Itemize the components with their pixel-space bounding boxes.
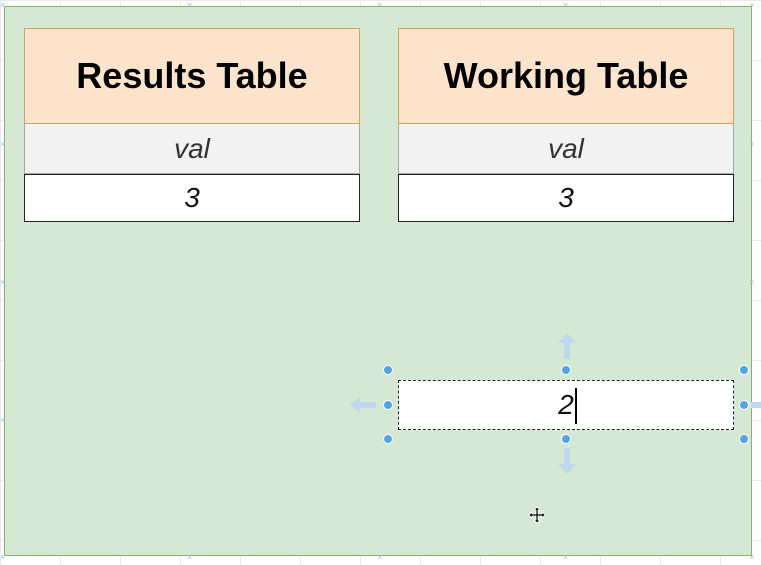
working-table[interactable]: Working Table val 3 [398, 28, 734, 222]
working-table-cell[interactable]: 3 [398, 174, 734, 222]
working-table-column-header: val [398, 124, 734, 174]
grid-marker-icon: × [749, 0, 755, 10]
grid-marker-icon: × [377, 0, 383, 10]
grid-marker-icon: × [187, 552, 193, 562]
resize-handle-right[interactable] [739, 400, 749, 410]
working-table-title: Working Table [398, 28, 734, 124]
resize-handle-bottom-right[interactable] [739, 434, 749, 444]
results-table-column-header: val [24, 124, 360, 174]
resize-handle-top-right[interactable] [739, 365, 749, 375]
text-cursor [575, 388, 577, 424]
grid-marker-icon: × [0, 139, 6, 149]
resize-handle-top-left[interactable] [383, 365, 393, 375]
resize-handle-bottom-left[interactable] [383, 434, 393, 444]
resize-handle-bottom[interactable] [561, 434, 571, 444]
connect-arrow-up-icon[interactable] [558, 333, 576, 359]
grid-marker-icon: × [0, 0, 6, 10]
connect-arrow-left-icon[interactable] [350, 397, 376, 413]
grid-marker-icon: × [749, 139, 755, 149]
results-table-cell[interactable]: 3 [24, 174, 360, 222]
grid-marker-icon: × [0, 277, 6, 287]
selected-cell[interactable]: 2 [398, 380, 734, 430]
grid-marker-icon: × [187, 0, 193, 10]
results-table-title: Results Table [24, 28, 360, 124]
connect-arrow-down-icon[interactable] [558, 448, 576, 474]
connect-arrow-right-icon[interactable] [751, 397, 761, 413]
move-cursor-icon [528, 506, 546, 524]
grid-marker-icon: × [563, 552, 569, 562]
grid-marker-icon: × [749, 552, 755, 562]
resize-handle-left[interactable] [383, 400, 393, 410]
grid-marker-icon: × [563, 0, 569, 10]
grid-marker-icon: × [0, 552, 6, 562]
grid-marker-icon: × [377, 552, 383, 562]
results-table[interactable]: Results Table val 3 [24, 28, 360, 222]
resize-handle-top[interactable] [561, 365, 571, 375]
grid-marker-icon: × [0, 415, 6, 425]
grid-marker-icon: × [749, 277, 755, 287]
